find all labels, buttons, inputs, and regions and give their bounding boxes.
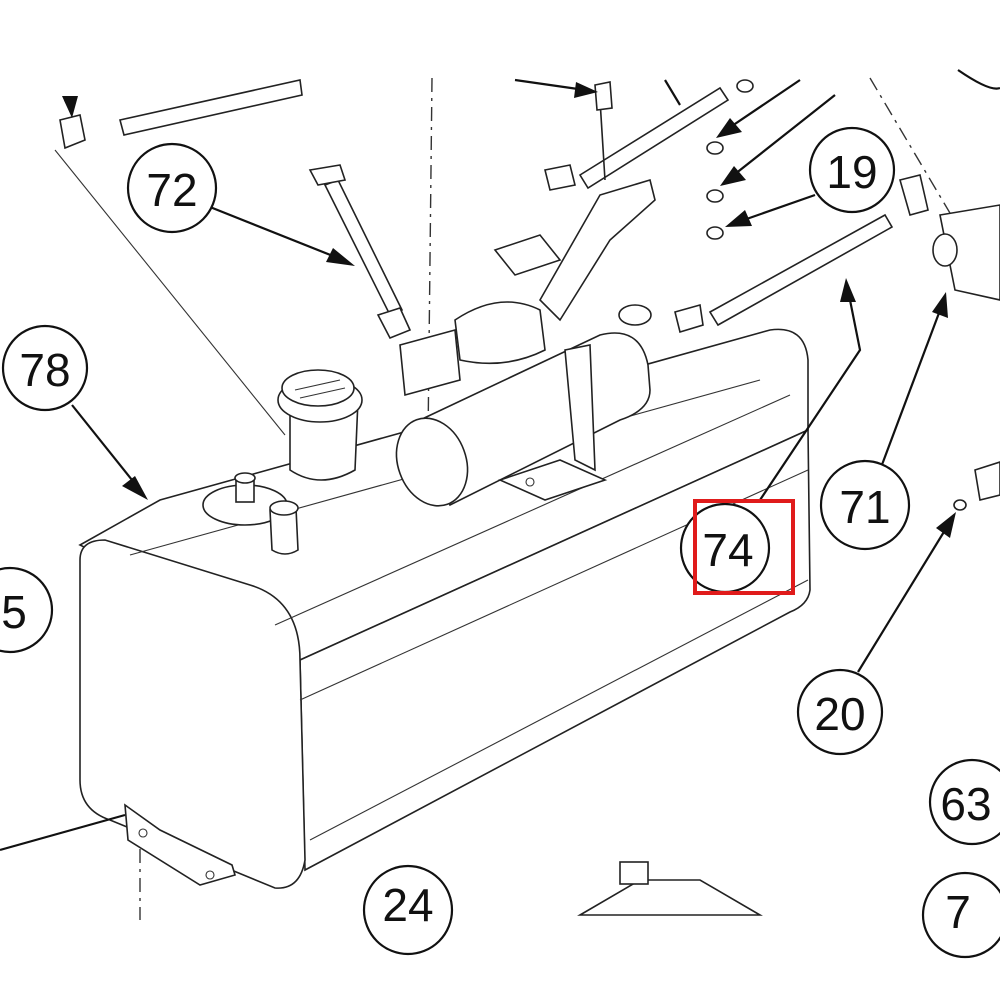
arrowhead-top-2 bbox=[720, 166, 746, 186]
filler-neck-assembly bbox=[277, 369, 363, 481]
leader-lines bbox=[0, 78, 956, 852]
callout-71: 71 bbox=[819, 459, 911, 551]
nut bbox=[736, 79, 754, 93]
canister-strap bbox=[564, 344, 596, 472]
arrowhead-19 bbox=[725, 210, 752, 227]
leader-left-diagonal bbox=[54, 149, 286, 436]
callout-label: 71 bbox=[839, 481, 890, 533]
leader-left-bottom bbox=[0, 813, 126, 852]
hinge-clip bbox=[899, 174, 929, 216]
clamp-72-bottom bbox=[376, 307, 412, 340]
fitting-right bbox=[974, 461, 1000, 501]
callout-72: 72 bbox=[126, 142, 218, 234]
wing-nut bbox=[674, 303, 704, 334]
arrowhead-74 bbox=[840, 278, 856, 302]
callout-label: 20 bbox=[814, 688, 865, 740]
tank-edge-line bbox=[309, 579, 809, 841]
leader-74 bbox=[759, 289, 862, 501]
leader-top-1 bbox=[725, 79, 801, 131]
rod-72 bbox=[323, 178, 404, 317]
clamp-top-left bbox=[59, 114, 86, 150]
drain-fitting-top bbox=[269, 500, 299, 516]
rod-upper-left bbox=[119, 79, 303, 136]
rod-right bbox=[708, 213, 894, 327]
mount-hole bbox=[138, 828, 148, 838]
fitting-top bbox=[594, 81, 613, 111]
canister-bracket-foot bbox=[497, 459, 608, 501]
callout-label: 24 bbox=[382, 879, 433, 931]
filter-canister-body bbox=[419, 332, 651, 507]
callout-24: 24 bbox=[362, 864, 454, 956]
support-bracket bbox=[539, 178, 656, 322]
leader-top-2 bbox=[729, 94, 836, 179]
hardware bbox=[59, 79, 1000, 916]
arrowhead-top-left bbox=[62, 96, 78, 118]
valve-block bbox=[399, 328, 461, 397]
arrowhead-72 bbox=[326, 248, 355, 266]
highlight-box bbox=[693, 499, 795, 595]
callout-7: 7 bbox=[921, 871, 1000, 959]
callout-63: 63 bbox=[928, 758, 1000, 846]
tank-end-face bbox=[79, 539, 306, 889]
mounting-foot bbox=[124, 803, 236, 886]
arrowhead-71 bbox=[932, 292, 948, 318]
filter-canister-end bbox=[395, 417, 469, 507]
leader-20 bbox=[857, 521, 951, 673]
nut bbox=[706, 141, 724, 155]
tank-edge-line bbox=[274, 394, 791, 626]
nut bbox=[706, 226, 724, 240]
leader-19 bbox=[737, 193, 816, 224]
callout-20: 20 bbox=[796, 668, 884, 756]
leader-71 bbox=[878, 304, 944, 471]
lower-part bbox=[577, 879, 763, 916]
valve-body bbox=[454, 301, 546, 365]
callout-label: 5 bbox=[1, 586, 27, 638]
callout-label: 19 bbox=[826, 146, 877, 198]
lower-post bbox=[619, 861, 649, 885]
sender-cap bbox=[234, 472, 256, 484]
washer bbox=[953, 499, 967, 511]
filter-assembly bbox=[395, 178, 656, 507]
callout-74: 74 bbox=[679, 502, 771, 594]
arrowhead-top-1 bbox=[716, 118, 742, 138]
nut bbox=[706, 189, 724, 203]
callout-78: 78 bbox=[1, 324, 89, 412]
callout-label: 7 bbox=[945, 886, 971, 938]
wing-nut bbox=[544, 164, 576, 191]
callout-label: 72 bbox=[146, 164, 197, 216]
bracket-clip bbox=[493, 234, 562, 276]
partial-callout-top-right bbox=[957, 69, 1000, 90]
arrowhead-20 bbox=[936, 512, 956, 538]
callout-19: 19 bbox=[808, 126, 896, 214]
clamp-72-top bbox=[308, 164, 347, 186]
leader-72 bbox=[204, 203, 349, 264]
vertical-link bbox=[599, 99, 606, 181]
rod-upper-center bbox=[578, 86, 730, 190]
callout-label: 74 bbox=[702, 524, 753, 576]
top-fitting bbox=[618, 304, 652, 326]
leader-top-3 bbox=[514, 78, 586, 92]
callout-5: 5 bbox=[0, 566, 54, 654]
rods bbox=[119, 79, 894, 327]
sender-unit bbox=[202, 472, 299, 555]
drain-fitting bbox=[269, 507, 299, 555]
fuel-cap-top bbox=[281, 369, 355, 407]
callout-label: 63 bbox=[940, 778, 991, 830]
mount-hole bbox=[205, 870, 215, 880]
arrowhead-78 bbox=[122, 476, 148, 500]
callout-label: 78 bbox=[19, 344, 70, 396]
bracket-hole bbox=[525, 477, 535, 487]
leader-top-4 bbox=[664, 79, 681, 106]
arrowhead-top-3 bbox=[574, 82, 598, 98]
cap-grip-lines bbox=[294, 379, 346, 399]
right-bracket-ring bbox=[932, 233, 958, 267]
axis-line-right bbox=[869, 77, 961, 231]
leader-78 bbox=[71, 404, 141, 491]
